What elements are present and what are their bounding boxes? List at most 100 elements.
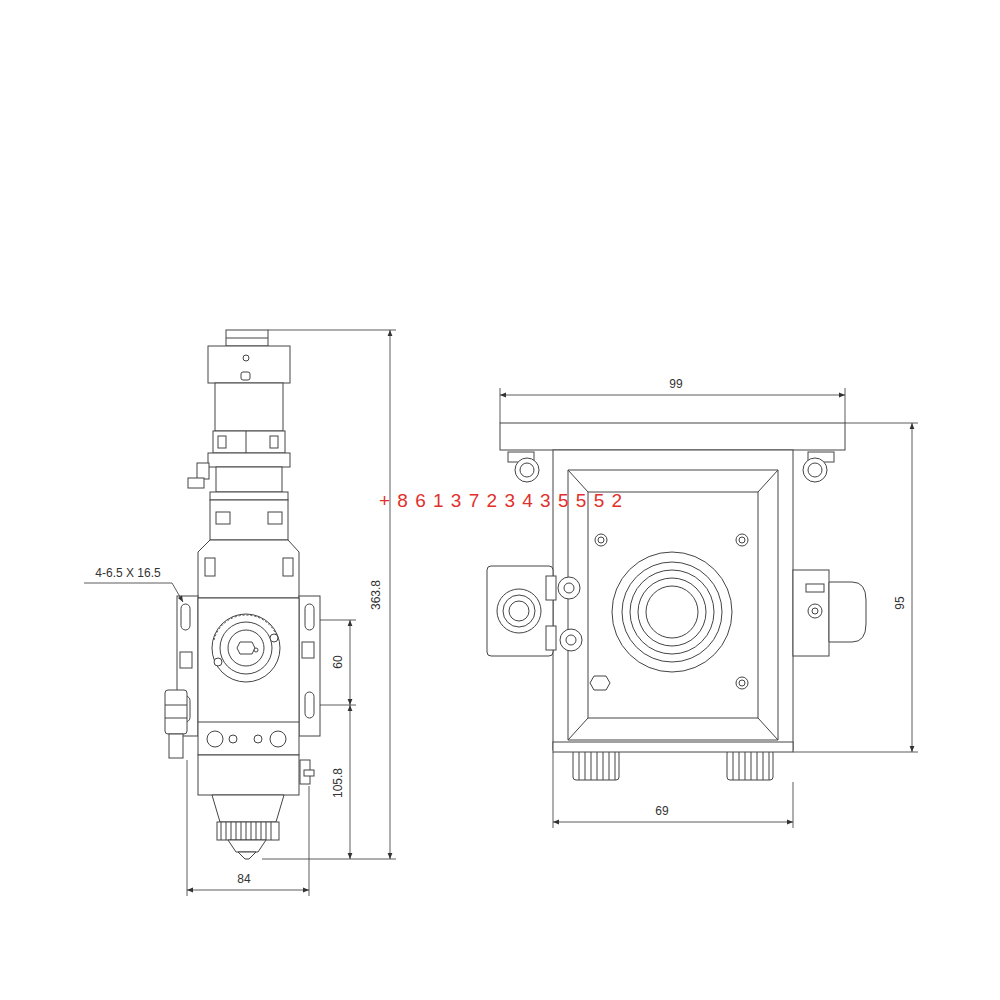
dimension-lines-part	[553, 822, 793, 823]
top-view-part	[560, 629, 582, 651]
side-view-part	[216, 512, 230, 524]
side-view-part	[220, 622, 272, 674]
dimension-lines-part	[390, 330, 391, 859]
dimension-value: 95	[894, 595, 906, 610]
side-view-part	[226, 330, 268, 346]
side-view-part	[237, 642, 255, 654]
dimension-lines-part	[268, 330, 396, 331]
dimension-lines-part	[320, 705, 356, 706]
side-view-part	[214, 615, 278, 640]
top-view-part	[546, 576, 556, 600]
side-view-part	[208, 346, 290, 383]
dimension-lines-part	[500, 395, 845, 396]
top-view-part	[727, 750, 773, 780]
side-view-part	[165, 718, 187, 719]
top-view	[487, 423, 866, 780]
side-view-part	[241, 372, 250, 380]
top-view-part	[803, 458, 827, 482]
side-view-part	[254, 735, 262, 743]
side-view-part	[181, 604, 190, 630]
top-view-part	[588, 492, 758, 718]
side-view-part	[198, 722, 299, 723]
side-view-part	[246, 431, 247, 453]
side-view-part	[198, 540, 299, 598]
dimension-lines	[84, 330, 918, 896]
dimension-lines-part	[845, 423, 918, 424]
top-view-part	[829, 582, 866, 642]
top-view-part	[598, 537, 604, 543]
side-view-part	[215, 383, 283, 431]
side-view-part	[213, 431, 285, 453]
dimension-lines-part	[793, 752, 918, 753]
top-view-part	[758, 470, 778, 492]
side-view-part	[197, 463, 209, 479]
side-view-part	[212, 795, 284, 822]
top-view-part	[500, 423, 845, 450]
dimension-lines-part	[793, 782, 794, 828]
dimension-value: 105.8	[332, 767, 344, 799]
dimension-value: 363.8	[370, 579, 382, 611]
dimension-lines-part	[309, 786, 310, 896]
top-view-part	[793, 570, 829, 656]
side-view-part	[217, 822, 279, 840]
side-view-part	[270, 436, 278, 448]
top-view-part	[808, 604, 822, 618]
phone-watermark: + 8 6 1 3 7 2 3 4 3 5 5 5 2	[378, 491, 624, 510]
side-view-part	[210, 500, 288, 540]
side-view-part	[198, 598, 299, 755]
top-view-part	[739, 680, 745, 686]
top-view-part	[520, 463, 534, 477]
top-view-part	[812, 608, 818, 614]
side-view-part	[205, 558, 215, 576]
side-view-part	[270, 634, 278, 642]
top-view-part	[638, 578, 706, 646]
side-view-part	[238, 852, 256, 859]
side-view	[165, 330, 320, 859]
dimension-value: 60	[332, 654, 344, 669]
side-view-part	[210, 492, 288, 500]
top-view-part	[739, 537, 745, 543]
top-view-part	[612, 552, 732, 672]
dimension-lines-part	[172, 583, 183, 602]
top-view-part	[622, 562, 722, 662]
side-view-part	[208, 453, 290, 467]
side-view-part	[305, 692, 314, 718]
dimension-lines-part	[350, 705, 351, 859]
side-view-part	[212, 614, 280, 682]
side-view-part	[198, 755, 299, 795]
side-view-part	[221, 822, 271, 840]
dimension-lines-part	[187, 760, 188, 896]
dimension-lines-part	[320, 620, 356, 621]
top-view-part	[546, 626, 556, 650]
dimension-value: 69	[654, 805, 669, 817]
side-view-part	[304, 770, 314, 776]
top-view-part	[566, 635, 576, 645]
side-view-part	[218, 436, 226, 448]
side-view-part	[165, 705, 187, 706]
side-view-part	[254, 648, 258, 652]
side-view-part	[305, 604, 314, 630]
top-view-part	[568, 470, 588, 492]
top-view-part	[646, 586, 698, 638]
dimension-value: 84	[236, 873, 251, 885]
dimension-lines-part	[350, 620, 351, 705]
top-view-part	[736, 534, 748, 546]
side-view-part	[228, 630, 264, 666]
side-view-part	[169, 734, 183, 758]
top-view-part	[553, 742, 793, 752]
side-view-part	[229, 735, 237, 743]
side-view-part	[270, 731, 286, 747]
side-view-part	[214, 658, 222, 666]
side-view-part	[228, 840, 266, 852]
side-view-part	[243, 355, 249, 361]
top-view-part	[558, 577, 580, 599]
top-view-part	[497, 589, 541, 633]
top-view-part	[590, 676, 610, 690]
side-view-part	[226, 338, 268, 339]
dimension-lines-part	[84, 583, 172, 584]
dimension-lines-part	[553, 752, 554, 828]
top-view-part	[568, 718, 588, 740]
top-view-part	[736, 677, 748, 689]
top-view-part	[630, 570, 714, 654]
